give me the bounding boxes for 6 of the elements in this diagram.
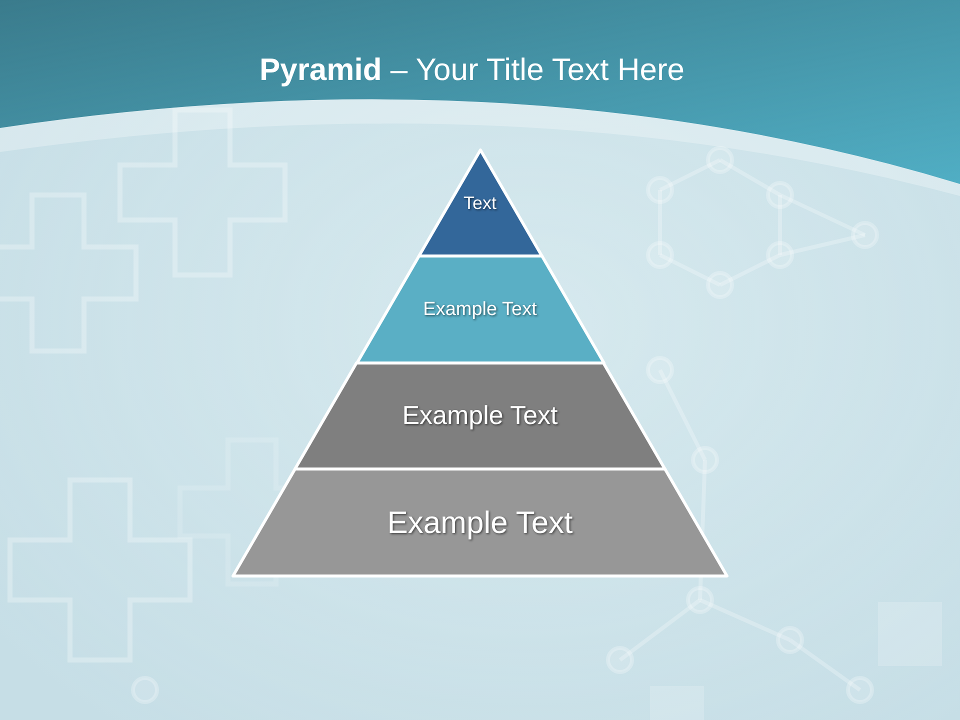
layer-label: Text xyxy=(463,192,496,214)
slide-title: Pyramid – Your Title Text Here xyxy=(258,51,686,89)
pyramid-layer xyxy=(354,254,606,365)
layer-label: Example Text xyxy=(402,401,558,431)
layer-label: Example Text xyxy=(387,504,573,540)
layer-label: Example Text xyxy=(423,298,537,320)
